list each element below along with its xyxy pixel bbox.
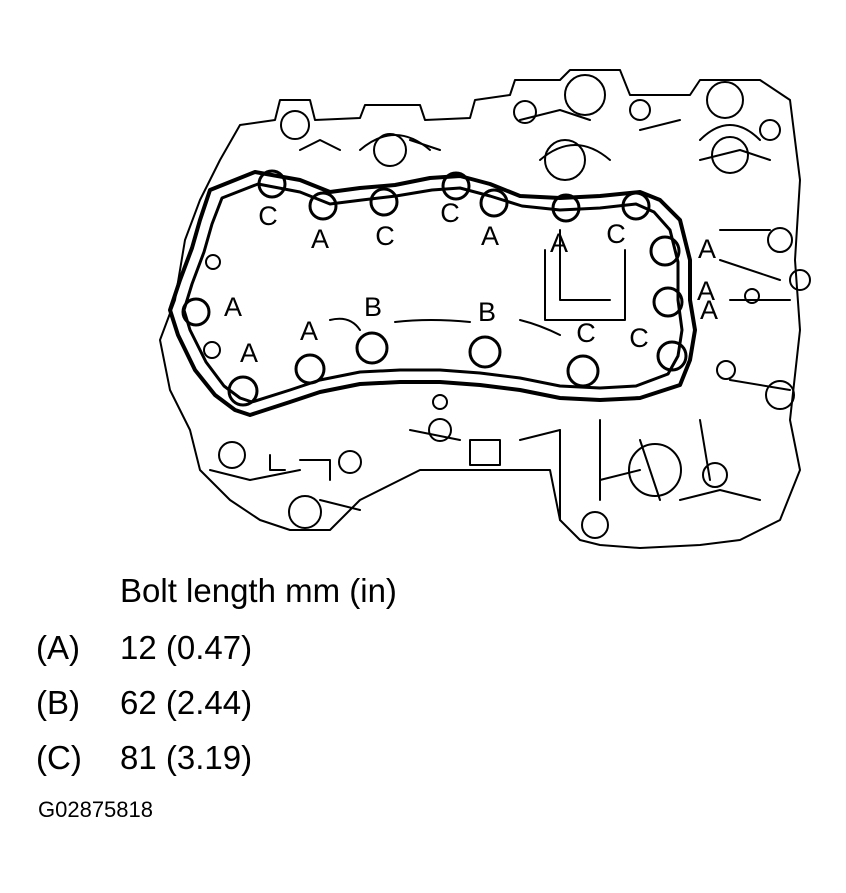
legend-value-b: 62 (2.44)	[120, 684, 253, 721]
callout-label-a: A	[481, 221, 499, 251]
callout-label-a: A	[311, 224, 329, 254]
callout-label-a: A	[697, 276, 715, 306]
callout-label-a: A	[300, 316, 318, 346]
callout-label-a: A	[698, 234, 716, 264]
cover-gasket-inner	[182, 182, 684, 404]
legend-title: Bolt length mm (in)	[120, 572, 397, 609]
callout-label-b: B	[364, 292, 382, 322]
callout-label-a: A	[550, 228, 568, 258]
legend-value-a: 12 (0.47)	[120, 629, 253, 666]
callout-label-c: C	[576, 318, 596, 348]
callout-label-a: A	[224, 292, 242, 322]
legend-key-c: (C)	[36, 739, 82, 776]
cover-bolts	[181, 169, 688, 407]
callout-label-b: B	[478, 297, 496, 327]
callout-label-c: C	[606, 219, 626, 249]
legend-key-a: (A)	[36, 629, 80, 666]
figure-code: G02875818	[38, 797, 153, 822]
callout-label-c: C	[440, 198, 460, 228]
callout-label-c: C	[375, 221, 395, 251]
callout-label-c: C	[629, 323, 649, 353]
legend-value-c: 81 (3.19)	[120, 739, 253, 776]
valve-body-outline	[159, 69, 801, 549]
callout-label-a: A	[700, 295, 718, 325]
callout-label-c: C	[258, 201, 278, 231]
callout-label-a: A	[240, 338, 258, 368]
legend-key-b: (B)	[36, 684, 80, 721]
